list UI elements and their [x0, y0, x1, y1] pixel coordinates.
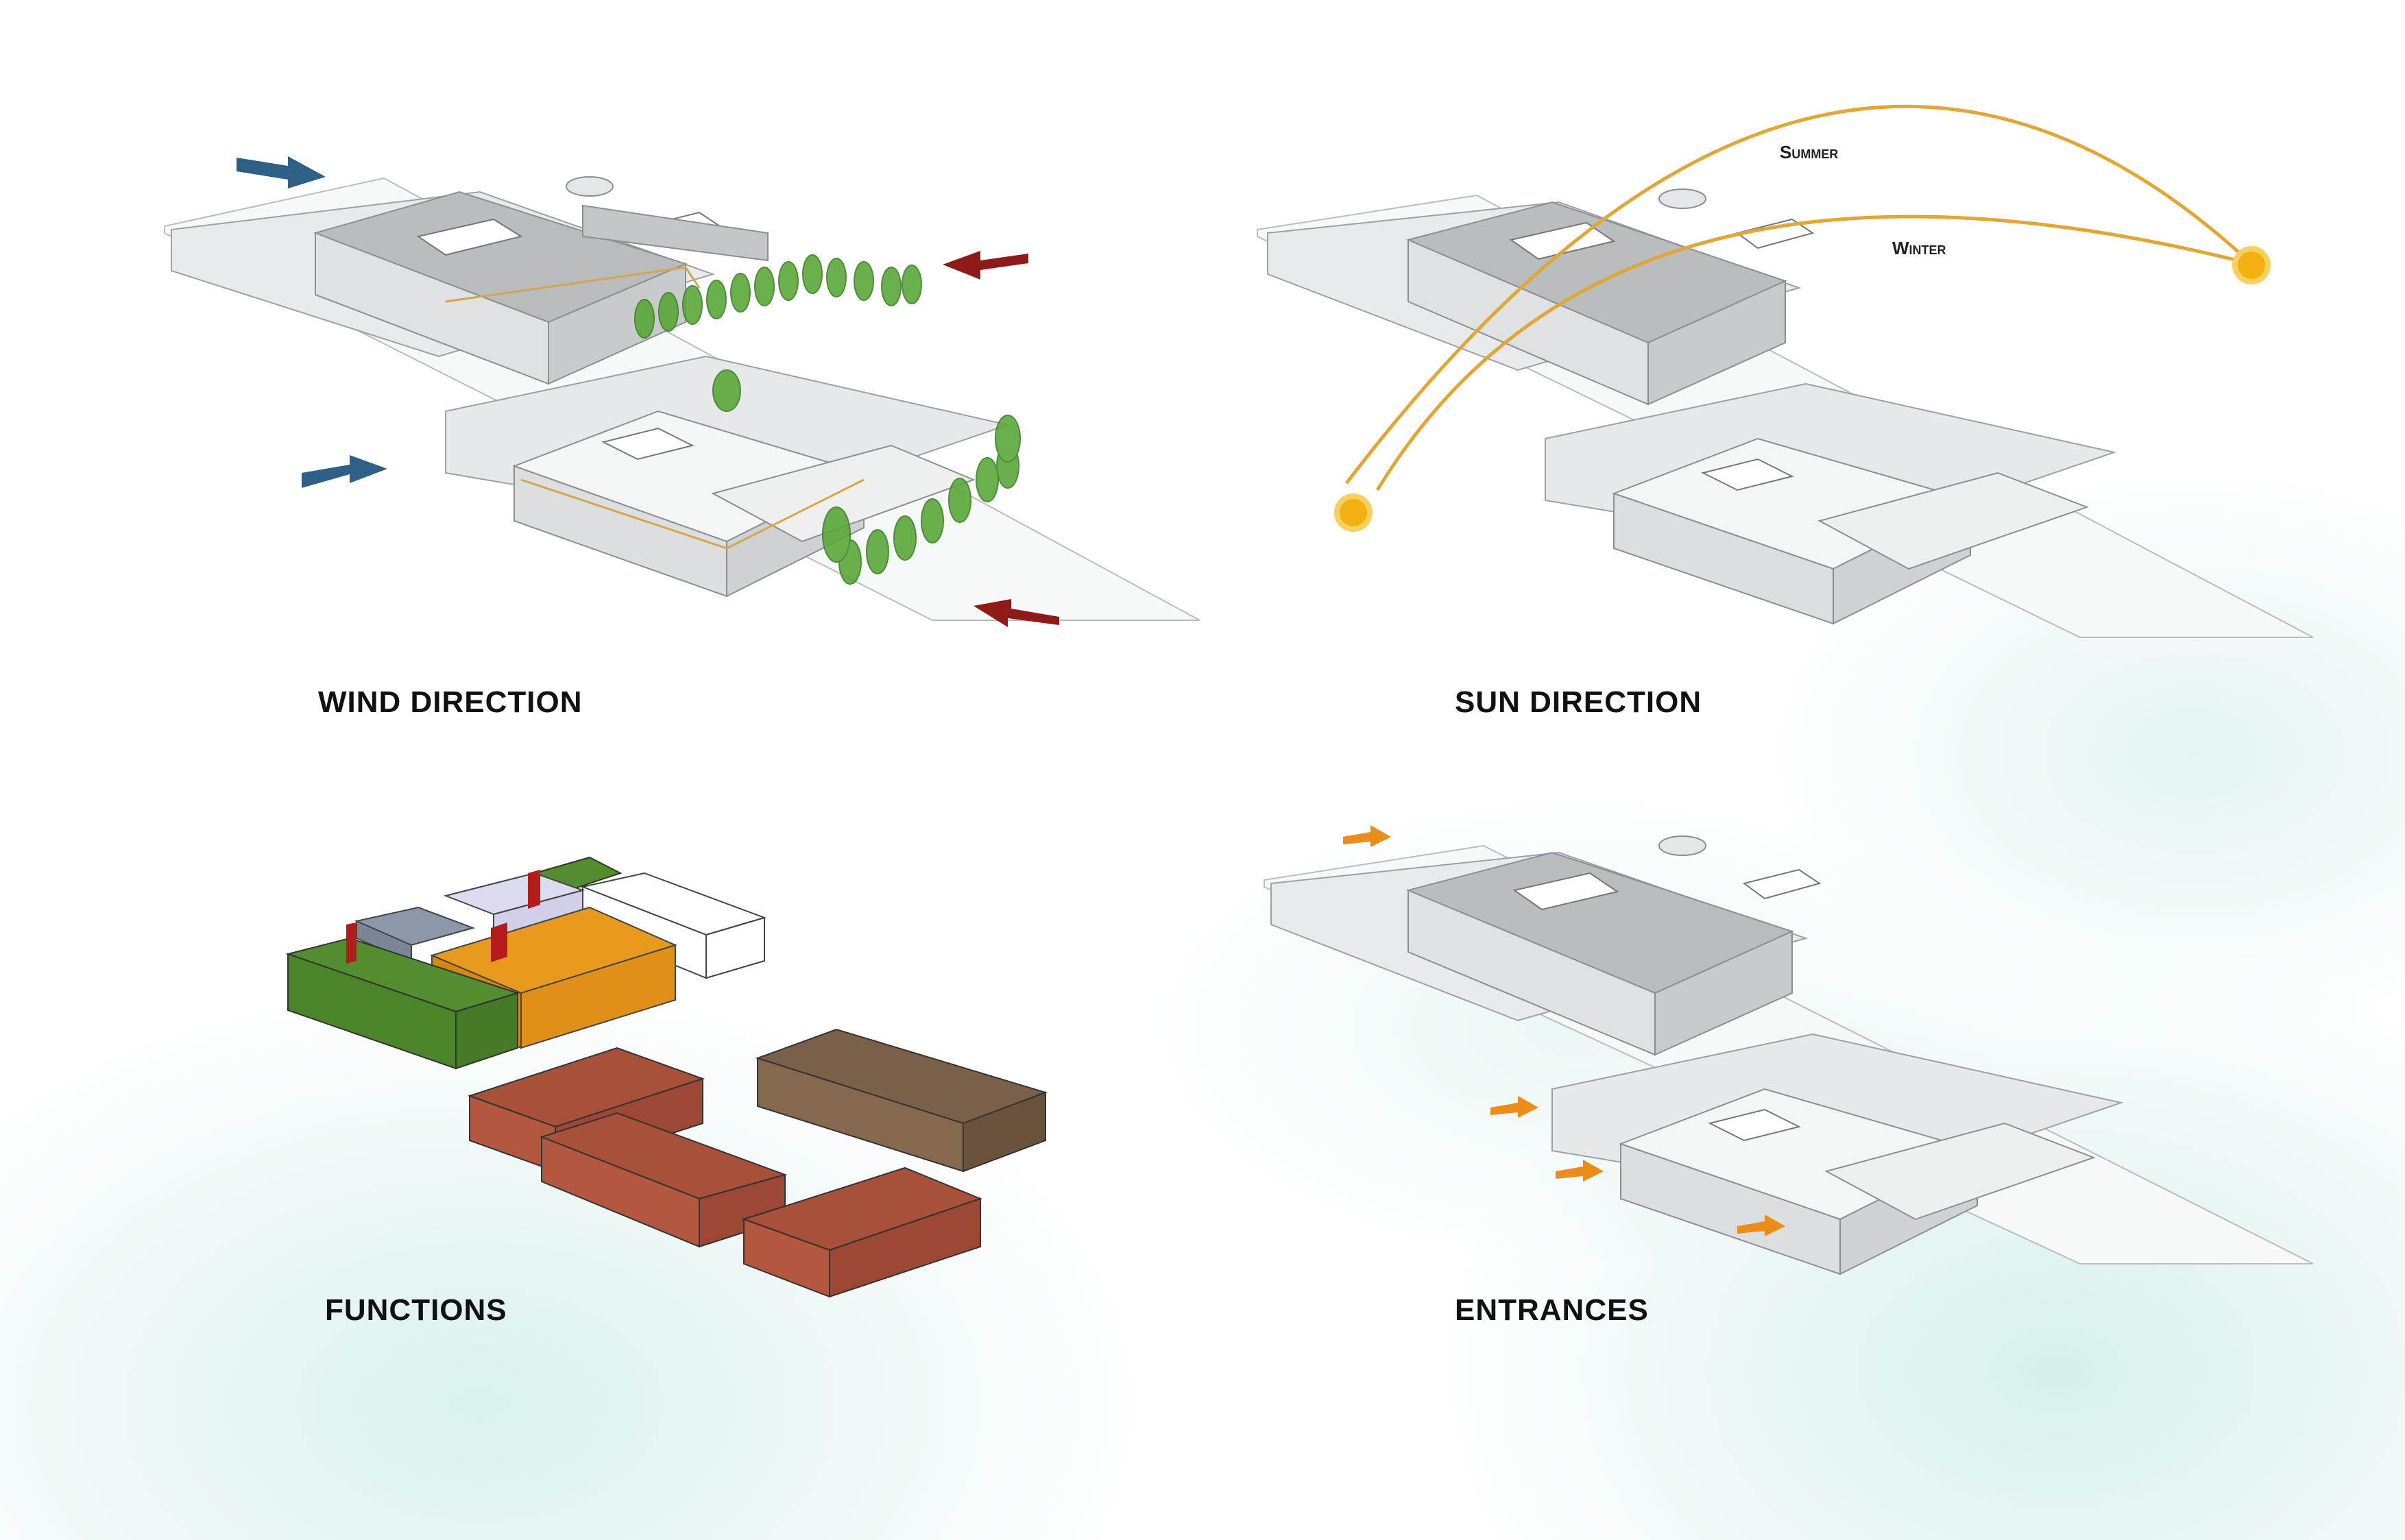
entrance-arrow-bottom	[1737, 1214, 1785, 1236]
wind-arrow-warm-top	[943, 251, 1028, 280]
function-marker-red	[346, 922, 356, 964]
entrances-caption: ENTRANCES	[1455, 1293, 1649, 1327]
wind-arrow-cool-left	[302, 455, 387, 488]
functions-diagram	[285, 856, 1048, 1298]
trees	[634, 254, 1021, 585]
front-building	[1545, 382, 2117, 625]
summer-label: Summer	[1780, 142, 1839, 162]
winter-sun-path	[1375, 215, 2252, 491]
function-marker-red	[491, 922, 507, 962]
entrance-arrow-left-2	[1556, 1160, 1604, 1182]
function-block-grey-blue	[354, 906, 476, 964]
wind-arrows	[237, 156, 1059, 627]
winter-label: Winter	[1892, 238, 1946, 258]
wind-arrow-warm-bottom	[974, 599, 1059, 627]
sun-icon-east	[2232, 246, 2271, 284]
wind-direction-caption: WIND DIRECTION	[318, 685, 583, 719]
sun-building-diagram	[1257, 104, 2314, 638]
summer-sun-path	[1345, 104, 2253, 485]
tree-row-diagram	[634, 254, 1021, 585]
back-building	[171, 176, 769, 385]
entrance-arrow-top	[1343, 825, 1391, 847]
function-block-green-large	[285, 937, 520, 1070]
back-building	[1267, 188, 1815, 406]
entrances-building-diagram	[1264, 825, 2314, 1275]
functions-caption: FUNCTIONS	[325, 1293, 507, 1327]
wind-direction-panel: WIND DIRECTION	[0, 0, 1202, 770]
front-building	[1551, 1033, 2124, 1275]
sun-icon-west	[1334, 493, 1373, 532]
function-block-brown	[755, 1028, 1048, 1173]
back-building	[1270, 835, 1822, 1056]
function-block-brick-3	[741, 1166, 982, 1298]
sun-direction-panel: Summer Winter SUN DIRECTION	[1202, 0, 2405, 770]
functions-panel: FUNCTIONS	[0, 770, 1202, 1540]
entrances-panel: ENTRANCES	[1202, 770, 2405, 1540]
function-marker-red	[528, 870, 540, 909]
front-building	[445, 355, 1011, 598]
sun-direction-caption: SUN DIRECTION	[1455, 685, 1702, 719]
wind-arrow-cool-top	[237, 156, 326, 188]
entrance-arrow-left-1	[1490, 1096, 1538, 1118]
function-block-brick-2	[540, 1112, 788, 1248]
